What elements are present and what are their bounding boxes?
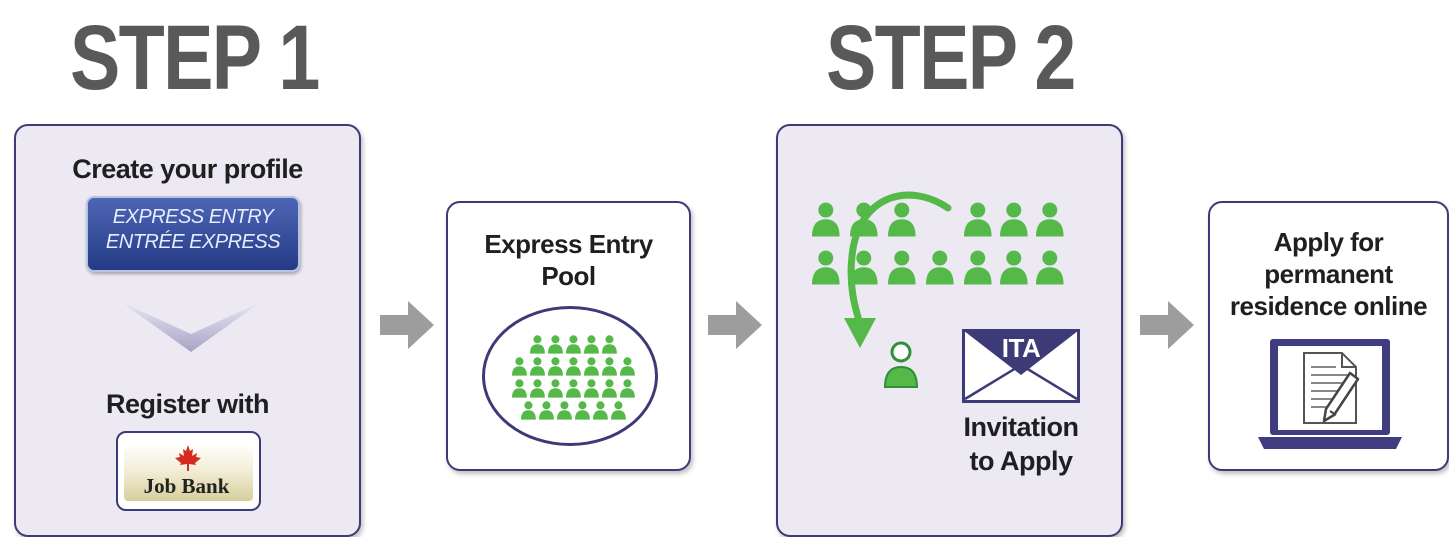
pool-people-group bbox=[485, 309, 655, 443]
right-arrow-icon bbox=[708, 301, 762, 349]
person-icon bbox=[620, 357, 635, 376]
person-icon bbox=[530, 357, 545, 376]
person-icon bbox=[548, 357, 563, 376]
person-icon bbox=[850, 250, 878, 285]
person-icon bbox=[964, 250, 992, 285]
envelope-icon: ITA bbox=[962, 329, 1080, 403]
crowd-people-group bbox=[778, 126, 1121, 326]
pool-label-line1: Express Entry bbox=[484, 229, 653, 259]
job-bank-logo: Job Bank bbox=[116, 431, 261, 511]
curved-arrow-icon bbox=[838, 186, 958, 356]
person-icon bbox=[602, 379, 617, 398]
maple-leaf-icon bbox=[173, 444, 203, 472]
person-icon bbox=[566, 357, 581, 376]
step2-title: STEP 2 bbox=[826, 7, 1076, 109]
person-icon bbox=[593, 401, 608, 420]
pool-ellipse bbox=[482, 306, 658, 446]
right-arrow-icon bbox=[380, 301, 434, 349]
pool-label-line2: Pool bbox=[541, 261, 596, 291]
person-icon bbox=[812, 202, 840, 237]
step2-panel: ITA Invitation to Apply bbox=[776, 124, 1123, 537]
pool-panel: Express Entry Pool bbox=[446, 201, 691, 471]
register-with-label: Register with bbox=[105, 389, 270, 419]
invitation-line2: to Apply bbox=[969, 446, 1074, 476]
person-icon bbox=[1036, 202, 1064, 237]
person-icon bbox=[566, 379, 581, 398]
person-icon bbox=[557, 401, 572, 420]
express-entry-logo: EXPRESS ENTRY ENTRÉE EXPRESS bbox=[86, 196, 300, 272]
apply-line1: Apply for bbox=[1273, 227, 1384, 257]
logo-line2: ENTRÉE EXPRESS bbox=[105, 231, 281, 253]
person-icon bbox=[530, 379, 545, 398]
person-icon bbox=[512, 357, 527, 376]
person-icon bbox=[1000, 202, 1028, 237]
person-icon bbox=[584, 379, 599, 398]
person-icon bbox=[584, 335, 599, 354]
person-icon bbox=[566, 335, 581, 354]
invitation-line1: Invitation bbox=[963, 412, 1080, 442]
right-arrow-icon bbox=[1140, 301, 1194, 349]
logo-line1: EXPRESS ENTRY bbox=[112, 206, 274, 228]
pen-icon bbox=[1320, 371, 1360, 423]
person-icon bbox=[620, 379, 635, 398]
step1-title: STEP 1 bbox=[70, 7, 320, 109]
person-icon bbox=[888, 202, 916, 237]
apply-line3: residence online bbox=[1229, 291, 1428, 321]
person-icon bbox=[1000, 250, 1028, 285]
document-icon bbox=[1302, 351, 1360, 425]
person-icon bbox=[602, 357, 617, 376]
person-icon bbox=[1036, 250, 1064, 285]
person-icon bbox=[548, 379, 563, 398]
person-icon bbox=[512, 379, 527, 398]
person-icon bbox=[888, 250, 916, 285]
person-icon bbox=[584, 357, 599, 376]
selected-person-icon bbox=[882, 341, 920, 389]
create-profile-label: Create your profile bbox=[72, 154, 303, 184]
envelope-ita-label: ITA bbox=[1001, 333, 1041, 363]
person-icon bbox=[611, 401, 626, 420]
person-icon bbox=[964, 202, 992, 237]
chevron-down-icon bbox=[121, 296, 261, 354]
person-icon bbox=[521, 401, 536, 420]
person-icon bbox=[539, 401, 554, 420]
person-icon bbox=[548, 335, 563, 354]
person-icon bbox=[575, 401, 590, 420]
laptop-icon bbox=[1256, 337, 1404, 455]
person-icon bbox=[602, 335, 617, 354]
person-icon bbox=[530, 335, 545, 354]
job-bank-label: Job Bank bbox=[143, 474, 230, 498]
apply-panel: Apply for permanent residence online bbox=[1208, 201, 1449, 471]
step1-panel: Create your profile EXPRESS ENTRY ENTRÉE… bbox=[14, 124, 361, 537]
person-icon bbox=[926, 250, 954, 285]
apply-line2: permanent bbox=[1264, 259, 1393, 289]
person-icon bbox=[812, 250, 840, 285]
